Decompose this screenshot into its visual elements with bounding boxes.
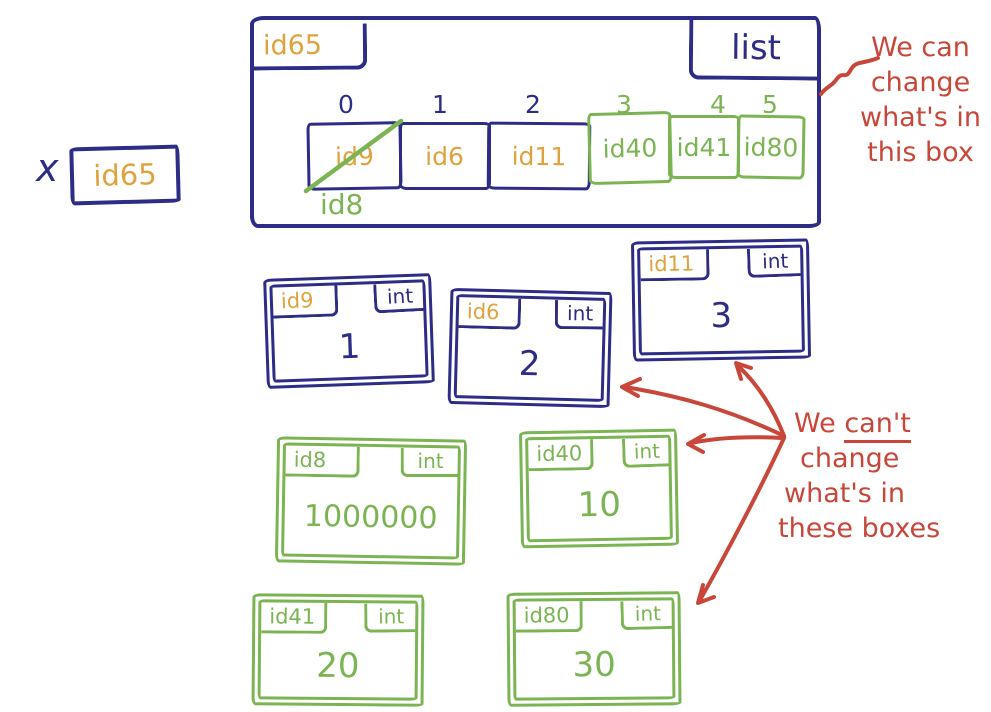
object-type-label: int	[761, 248, 789, 274]
object-id-label: id41	[269, 604, 316, 629]
object-box-inner: id6 int 2	[453, 294, 607, 402]
object-value: 1	[338, 326, 362, 368]
arrowhead-icon	[686, 433, 706, 454]
annotation-word-underlined: can't	[844, 408, 911, 443]
index-label: 0	[338, 90, 354, 119]
annotation-line: these boxes	[778, 513, 941, 545]
annotation-cant-change: We can't change what's in these boxes	[778, 406, 991, 546]
arrowhead-icon	[734, 361, 753, 381]
annotation-can-change: We can change what's in this box	[850, 30, 991, 170]
object-value: 20	[316, 645, 360, 687]
list-cell: id80	[735, 114, 806, 180]
object-box: id80 int 30	[506, 591, 682, 707]
list-cell: id6	[398, 122, 491, 190]
object-value: 30	[572, 644, 616, 686]
annotation-line: this box	[867, 137, 974, 169]
object-id-tab: id9	[272, 285, 338, 319]
object-type-label: int	[634, 601, 661, 626]
index-label: 4	[710, 90, 726, 119]
cell-ref-label: id41	[676, 132, 732, 162]
object-id-tab: id40	[528, 439, 594, 472]
list-id-label: id65	[262, 29, 323, 61]
arrowhead-icon	[696, 583, 716, 605]
object-id-tab: id8	[285, 445, 360, 478]
object-box-inner: id8 int 1000000	[281, 442, 461, 560]
annotation-line: We can	[871, 32, 970, 63]
object-box: id40 int 10	[518, 428, 680, 549]
index-label: 2	[525, 90, 541, 119]
object-id-tab: id80	[515, 601, 583, 633]
annotation-word: We	[794, 408, 836, 439]
list-cell: id11	[486, 121, 592, 191]
object-type-tab: int	[747, 247, 801, 278]
list-cell: id41	[668, 115, 740, 179]
list-object-box: id65 list 0 1 2 3 4 5 id9 id6 id11 id40 …	[250, 16, 821, 228]
variable-ref-label: id65	[92, 157, 158, 193]
cell-ref-label: id80	[742, 132, 799, 162]
replacement-id-label: id8	[320, 188, 364, 221]
object-box-inner: id11 int 3	[637, 244, 805, 356]
object-type-label: int	[378, 604, 405, 629]
object-value: 1000000	[303, 498, 438, 536]
object-value: 10	[577, 484, 622, 525]
object-box: id6 int 2	[447, 287, 613, 409]
object-box-inner: id9 int 1	[269, 279, 429, 383]
object-id-label: id80	[523, 603, 570, 628]
index-label: 3	[616, 90, 632, 119]
object-box-inner: id40 int 10	[525, 434, 673, 543]
variable-ref-box: id65	[69, 144, 181, 206]
object-id-label: id8	[293, 447, 327, 473]
variable-name-label: x	[36, 146, 59, 190]
list-cell: id40	[586, 110, 673, 186]
cant-change-arrow-to-id40-box	[689, 435, 784, 445]
cell-ref-label: id11	[511, 141, 567, 171]
object-value: 3	[710, 295, 733, 337]
list-type-label: list	[730, 27, 782, 69]
object-id-tab: id41	[261, 602, 328, 634]
object-type-tab: int	[364, 603, 416, 633]
object-type-tab: int	[555, 300, 604, 330]
object-type-label: int	[385, 283, 414, 309]
object-type-tab: int	[400, 448, 458, 478]
object-box-inner: id41 int 20	[257, 599, 419, 701]
object-type-tab: int	[372, 281, 424, 314]
annotation-line: what's in	[859, 102, 981, 134]
object-id-label: id9	[280, 288, 314, 314]
object-box: id8 int 1000000	[274, 436, 468, 566]
object-box: id9 int 1	[263, 273, 435, 389]
cell-ref-label: id6	[425, 141, 464, 171]
object-id-label: id6	[466, 299, 500, 325]
list-cells-row: id9 id6 id11 id40 id41 id80	[306, 110, 806, 194]
object-type-label: int	[567, 301, 594, 326]
annotation-line: what's in	[784, 478, 906, 510]
cell-ref-label: id9	[334, 141, 375, 171]
object-type-tab: int	[619, 599, 673, 631]
list-id-tab: id65	[252, 23, 368, 71]
object-box: id41 int 20	[251, 593, 425, 707]
object-id-tab: id6	[458, 297, 522, 330]
object-type-tab: int	[621, 437, 669, 468]
annotation-line: change	[870, 67, 971, 99]
index-label: 5	[762, 90, 778, 119]
list-type-tab: list	[688, 19, 820, 81]
object-type-label: int	[417, 449, 444, 474]
object-value: 2	[518, 343, 541, 385]
object-id-tab: id11	[640, 249, 710, 282]
cant-change-arrow-to-id11-box	[735, 363, 786, 438]
annotation-line: change	[800, 443, 900, 475]
cant-change-arrow-to-id80-box	[698, 436, 786, 602]
object-box: id11 int 3	[630, 238, 812, 362]
arrowhead-icon	[620, 377, 642, 398]
list-cell: id9	[306, 121, 403, 191]
object-type-label: int	[633, 438, 661, 464]
object-id-label: id11	[648, 251, 695, 277]
index-label: 1	[432, 90, 448, 119]
annotation-line: We can't	[778, 406, 991, 443]
cell-ref-label: id40	[601, 132, 658, 164]
object-id-label: id40	[536, 441, 583, 467]
object-box-inner: id80 int 30	[512, 597, 676, 701]
